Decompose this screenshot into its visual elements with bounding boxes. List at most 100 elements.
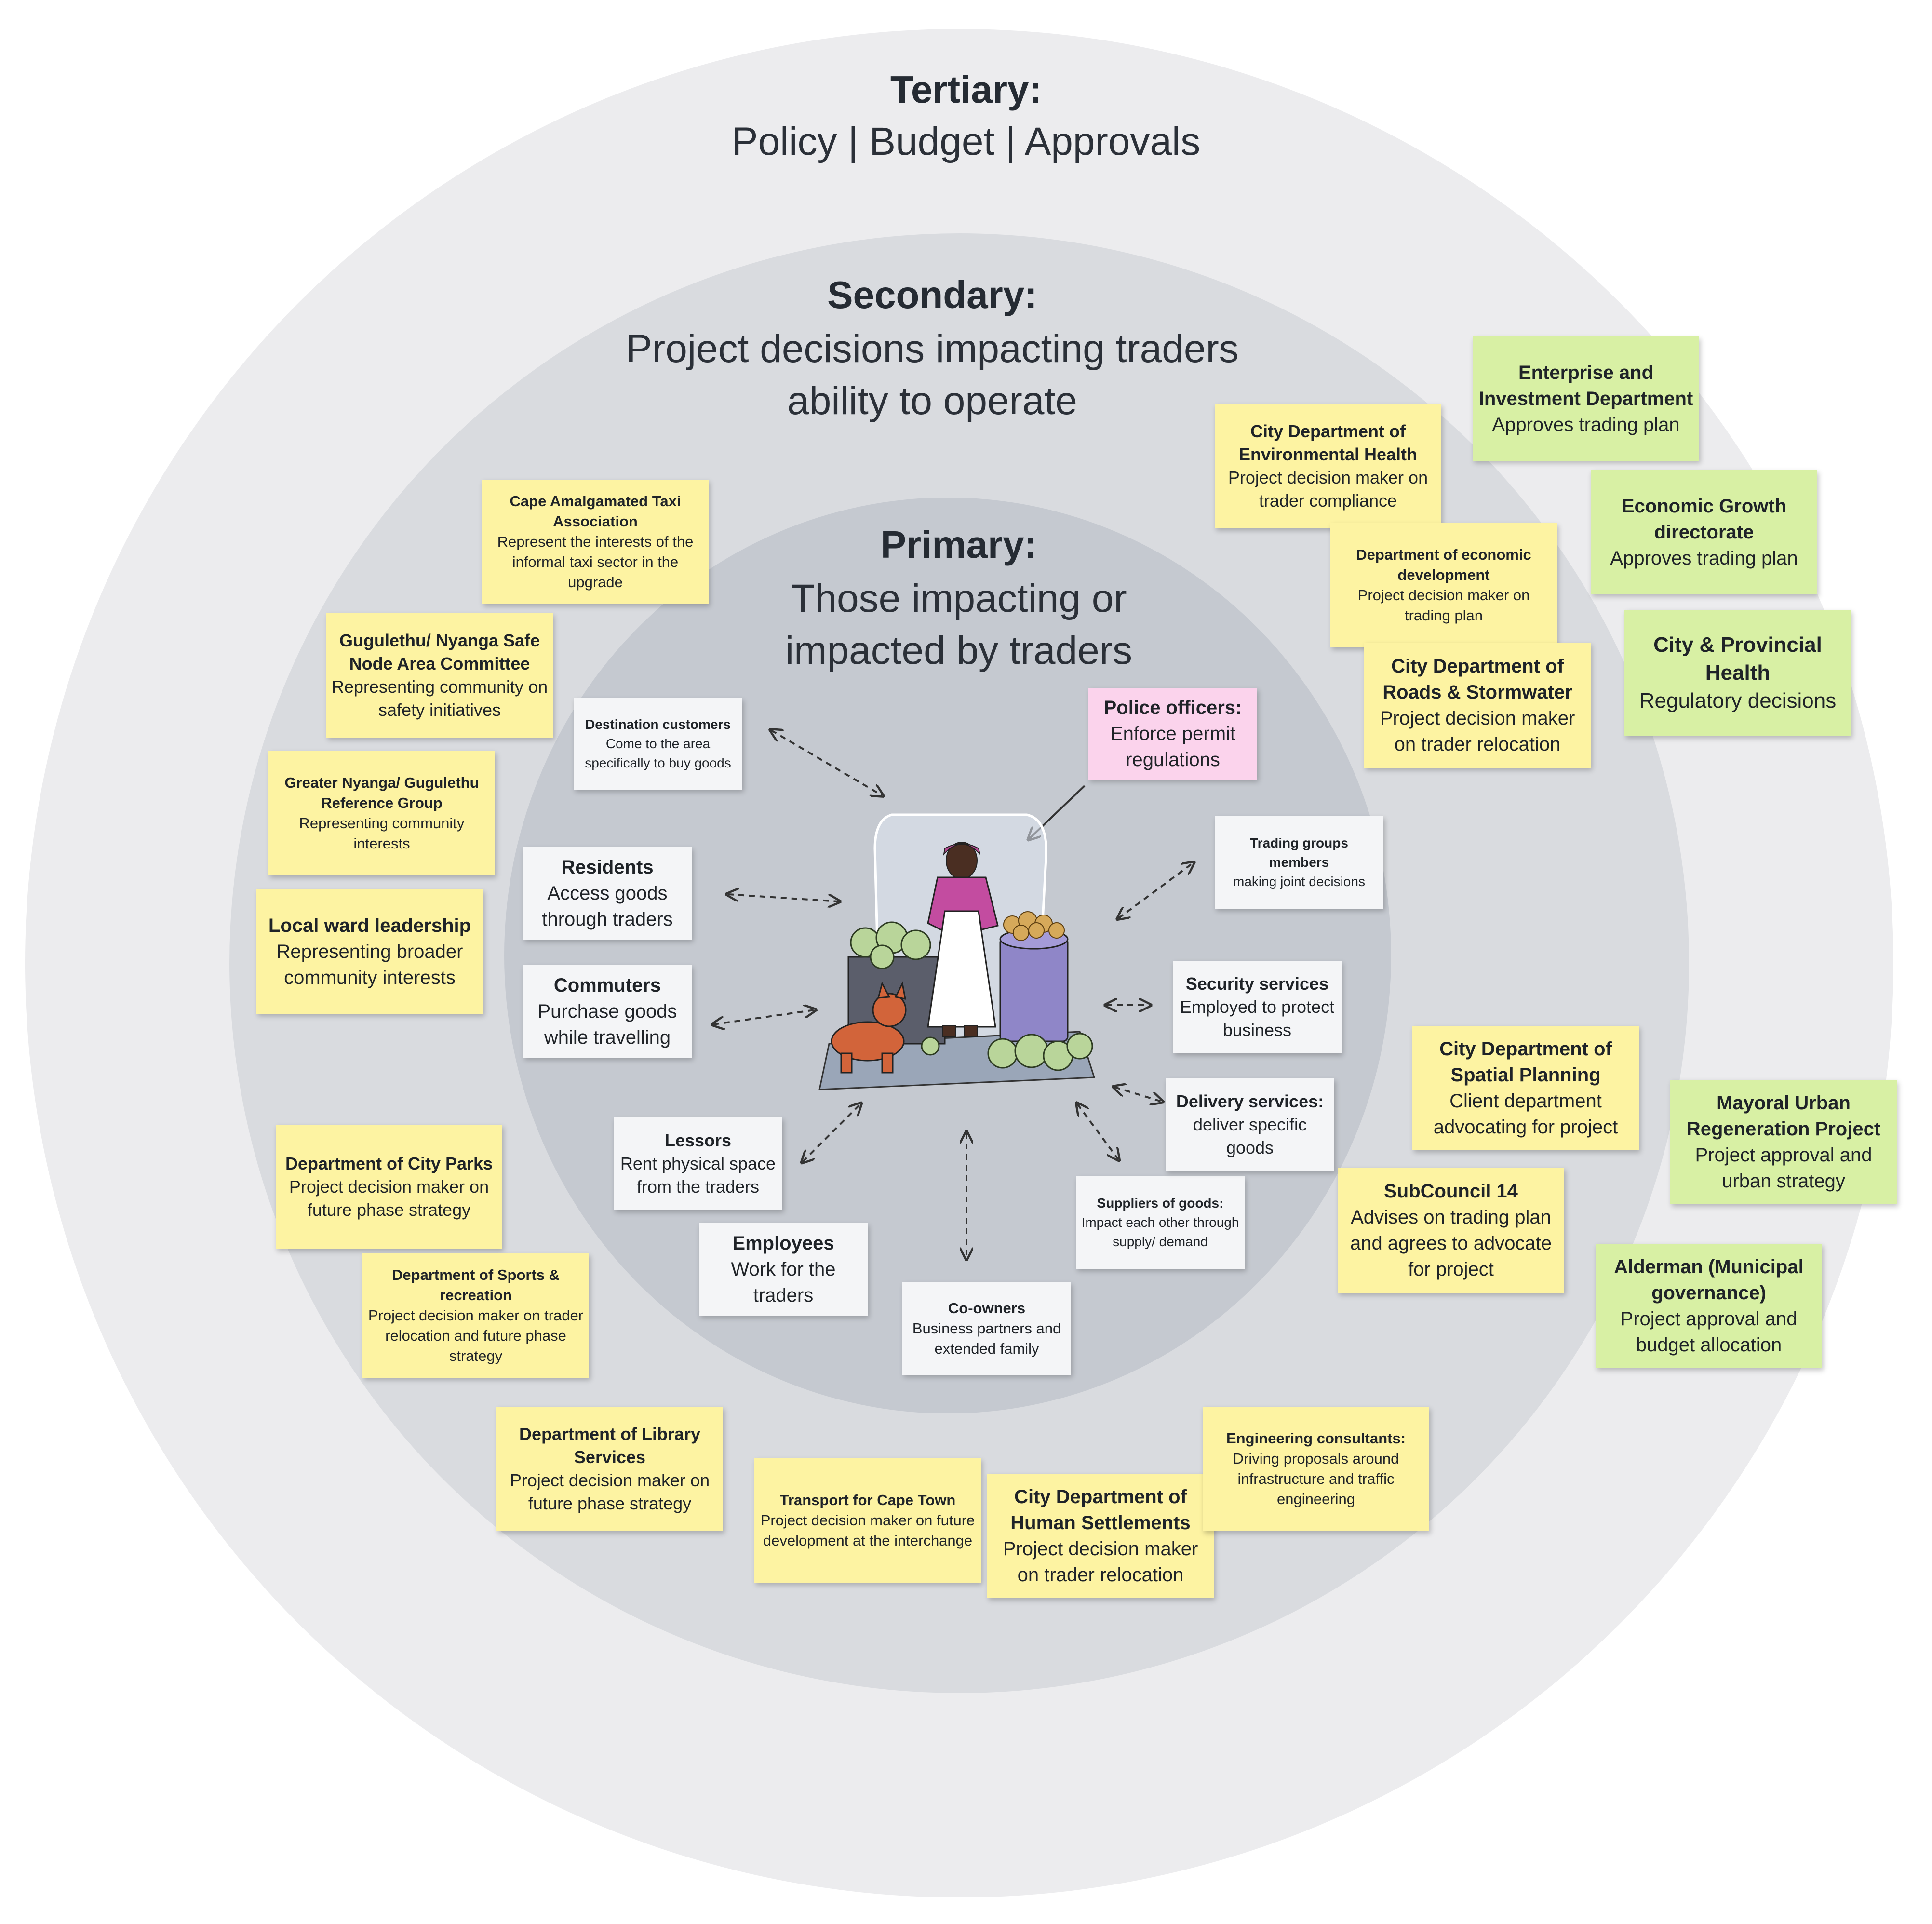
note-residents[interactable]: Residents Access goods through traders [523, 847, 692, 940]
note-human-settlements-desc: Project decision maker on trader relocat… [1003, 1538, 1198, 1586]
tertiary-subtitle: Policy | Budget | Approvals [731, 120, 1201, 163]
note-destination[interactable]: Destination customers Come to the area s… [574, 698, 742, 790]
note-security[interactable]: Security services Employed to protect bu… [1173, 961, 1342, 1053]
note-reference-group-desc: Representing community interests [299, 815, 465, 852]
note-city-provincial-health-title: City & Provincial Health [1653, 633, 1822, 685]
note-security-title: Security services [1185, 974, 1329, 994]
arrow-trading-groups [1118, 863, 1193, 918]
note-alderman[interactable]: Alderman (Municipal governance) Project … [1596, 1244, 1822, 1368]
note-commuters[interactable]: Commuters Purchase goods while travellin… [523, 965, 692, 1058]
note-human-settlements[interactable]: City Department of Human Settlements Pro… [987, 1474, 1214, 1598]
secondary-heading: Secondary: Project decisions impacting t… [0, 273, 1898, 427]
secondary-subtitle-line1: Project decisions impacting traders [626, 327, 1239, 371]
note-safe-node-desc: Representing community on safety initiat… [331, 677, 548, 720]
note-env-health-desc: Project decision maker on trader complia… [1228, 468, 1428, 511]
arrow-lessors [803, 1104, 860, 1162]
primary-subtitle-line2: impacted by traders [785, 629, 1133, 673]
note-employees[interactable]: Employees Work for the traders [699, 1223, 868, 1316]
note-sports[interactable]: Department of Sports & recreation Projec… [362, 1253, 589, 1378]
note-human-settlements-title: City Department of Human Settlements [1010, 1486, 1191, 1534]
note-suppliers[interactable]: Suppliers of goods: Impact each other th… [1076, 1176, 1245, 1269]
note-transport-title: Transport for Cape Town [779, 1492, 956, 1508]
arrow-residents [728, 894, 839, 901]
note-subcouncil-desc: Advises on trading plan and agrees to ad… [1350, 1207, 1552, 1280]
primary-heading: Primary: Those impacting or impacted by … [0, 523, 1925, 677]
arrow-delivery [1114, 1087, 1162, 1102]
note-econ-dev-desc: Project decision maker on trading plan [1357, 587, 1530, 624]
note-sports-desc: Project decision maker on trader relocat… [368, 1307, 584, 1364]
note-spatial[interactable]: City Department of Spatial Planning Clie… [1412, 1026, 1639, 1150]
note-parks-desc: Project decision maker on future phase s… [289, 1177, 489, 1220]
note-ward-desc: Representing broader community interests [276, 941, 463, 988]
note-mayoral[interactable]: Mayoral Urban Regeneration Project Proje… [1670, 1080, 1897, 1204]
note-parks-title: Department of City Parks [285, 1154, 493, 1173]
note-employees-desc: Work for the traders [731, 1259, 836, 1306]
note-commuters-title: Commuters [553, 975, 661, 996]
note-economic-growth-title: Economic Growth directorate [1621, 496, 1787, 543]
note-taxi[interactable]: Cape Amalgamated Taxi Association Repres… [482, 480, 709, 604]
note-engineering[interactable]: Engineering consultants: Driving proposa… [1203, 1407, 1429, 1531]
note-ward-title: Local ward leadership [268, 915, 471, 936]
note-trading-groups-title: Trading groups members [1250, 835, 1348, 870]
note-reference-group[interactable]: Greater Nyanga/ Gugulethu Reference Grou… [268, 751, 495, 875]
note-spatial-title: City Department of Spatial Planning [1439, 1038, 1612, 1086]
note-police-desc: Enforce permit regulations [1110, 723, 1236, 770]
note-lessors-title: Lessors [664, 1130, 732, 1150]
note-safe-node[interactable]: Gugulethu/ Nyanga Safe Node Area Committ… [326, 613, 553, 738]
note-parks[interactable]: Department of City Parks Project decisio… [276, 1125, 502, 1249]
tertiary-title: Tertiary: [890, 68, 1042, 111]
note-roads[interactable]: City Department of Roads & Stormwater Pr… [1364, 643, 1591, 768]
primary-subtitle-line1: Those impacting or [791, 577, 1127, 620]
note-safe-node-title: Gugulethu/ Nyanga Safe Node Area Committ… [339, 631, 540, 673]
note-delivery-desc: deliver specific goods [1193, 1115, 1307, 1157]
note-city-provincial-health-desc: Regulatory decisions [1639, 689, 1837, 713]
note-roads-title: City Department of Roads & Stormwater [1382, 656, 1572, 703]
note-enterprise-title: Enterprise and Investment Department [1478, 362, 1693, 409]
note-lessors[interactable]: Lessors Rent physical space from the tra… [614, 1117, 782, 1210]
note-library-desc: Project decision maker on future phase s… [510, 1470, 710, 1513]
note-commuters-desc: Purchase goods while travelling [537, 1001, 677, 1048]
note-subcouncil[interactable]: SubCouncil 14 Advises on trading plan an… [1338, 1168, 1564, 1293]
arrow-suppliers [1077, 1104, 1118, 1159]
note-transport-desc: Project decision maker on future develop… [760, 1512, 975, 1549]
note-coowners-title: Co-owners [948, 1300, 1026, 1317]
dog-icon [831, 981, 907, 1074]
note-alderman-title: Alderman (Municipal governance) [1614, 1256, 1804, 1304]
secondary-subtitle-line2: ability to operate [787, 379, 1077, 423]
cabbage-icon [850, 921, 1093, 1071]
note-police[interactable]: Police officers: Enforce permit regulati… [1088, 688, 1257, 780]
note-trading-groups[interactable]: Trading groups members making joint deci… [1215, 816, 1383, 909]
note-employees-title: Employees [732, 1233, 834, 1254]
note-transport[interactable]: Transport for Cape Town Project decision… [754, 1458, 981, 1583]
note-library[interactable]: Department of Library Services Project d… [496, 1407, 723, 1531]
note-destination-desc: Come to the area specifically to buy goo… [585, 736, 731, 770]
note-trading-groups-desc: making joint decisions [1233, 874, 1365, 889]
note-police-title: Police officers: [1103, 697, 1242, 718]
note-coowners[interactable]: Co-owners Business partners and extended… [902, 1282, 1071, 1375]
note-alderman-desc: Project approval and budget allocation [1620, 1308, 1798, 1356]
note-sports-title: Department of Sports & recreation [392, 1266, 560, 1304]
note-enterprise[interactable]: Enterprise and Investment Department App… [1473, 336, 1699, 461]
note-delivery[interactable]: Delivery services: deliver specific good… [1166, 1078, 1334, 1171]
note-spatial-desc: Client department advocating for project [1433, 1090, 1618, 1138]
note-mayoral-title: Mayoral Urban Regeneration Project [1686, 1092, 1881, 1140]
note-subcouncil-title: SubCouncil 14 [1384, 1181, 1518, 1202]
arrow-commuters [713, 1010, 815, 1024]
relationship-arrows [713, 730, 1193, 1258]
secondary-title: Secondary: [827, 273, 1037, 316]
note-city-provincial-health[interactable]: City & Provincial Health Regulatory deci… [1624, 610, 1851, 736]
note-economic-growth[interactable]: Economic Growth directorate Approves tra… [1591, 470, 1817, 594]
note-suppliers-title: Suppliers of goods: [1097, 1196, 1224, 1211]
note-env-health[interactable]: City Department of Environmental Health … [1215, 404, 1441, 528]
note-econ-dev-title: Department of economic development [1356, 546, 1531, 583]
trader-illustration-icon [818, 813, 1096, 1090]
note-lessors-desc: Rent physical space from the traders [620, 1154, 776, 1197]
potato-basket-icon [1003, 911, 1065, 941]
note-enterprise-desc: Approves trading plan [1492, 414, 1680, 435]
note-ward[interactable]: Local ward leadership Representing broad… [256, 889, 483, 1014]
note-taxi-desc: Represent the interests of the informal … [497, 533, 694, 591]
note-econ-dev[interactable]: Department of economic development Proje… [1330, 523, 1557, 647]
note-residents-desc: Access goods through traders [542, 883, 673, 930]
note-library-title: Department of Library Services [519, 1424, 701, 1467]
